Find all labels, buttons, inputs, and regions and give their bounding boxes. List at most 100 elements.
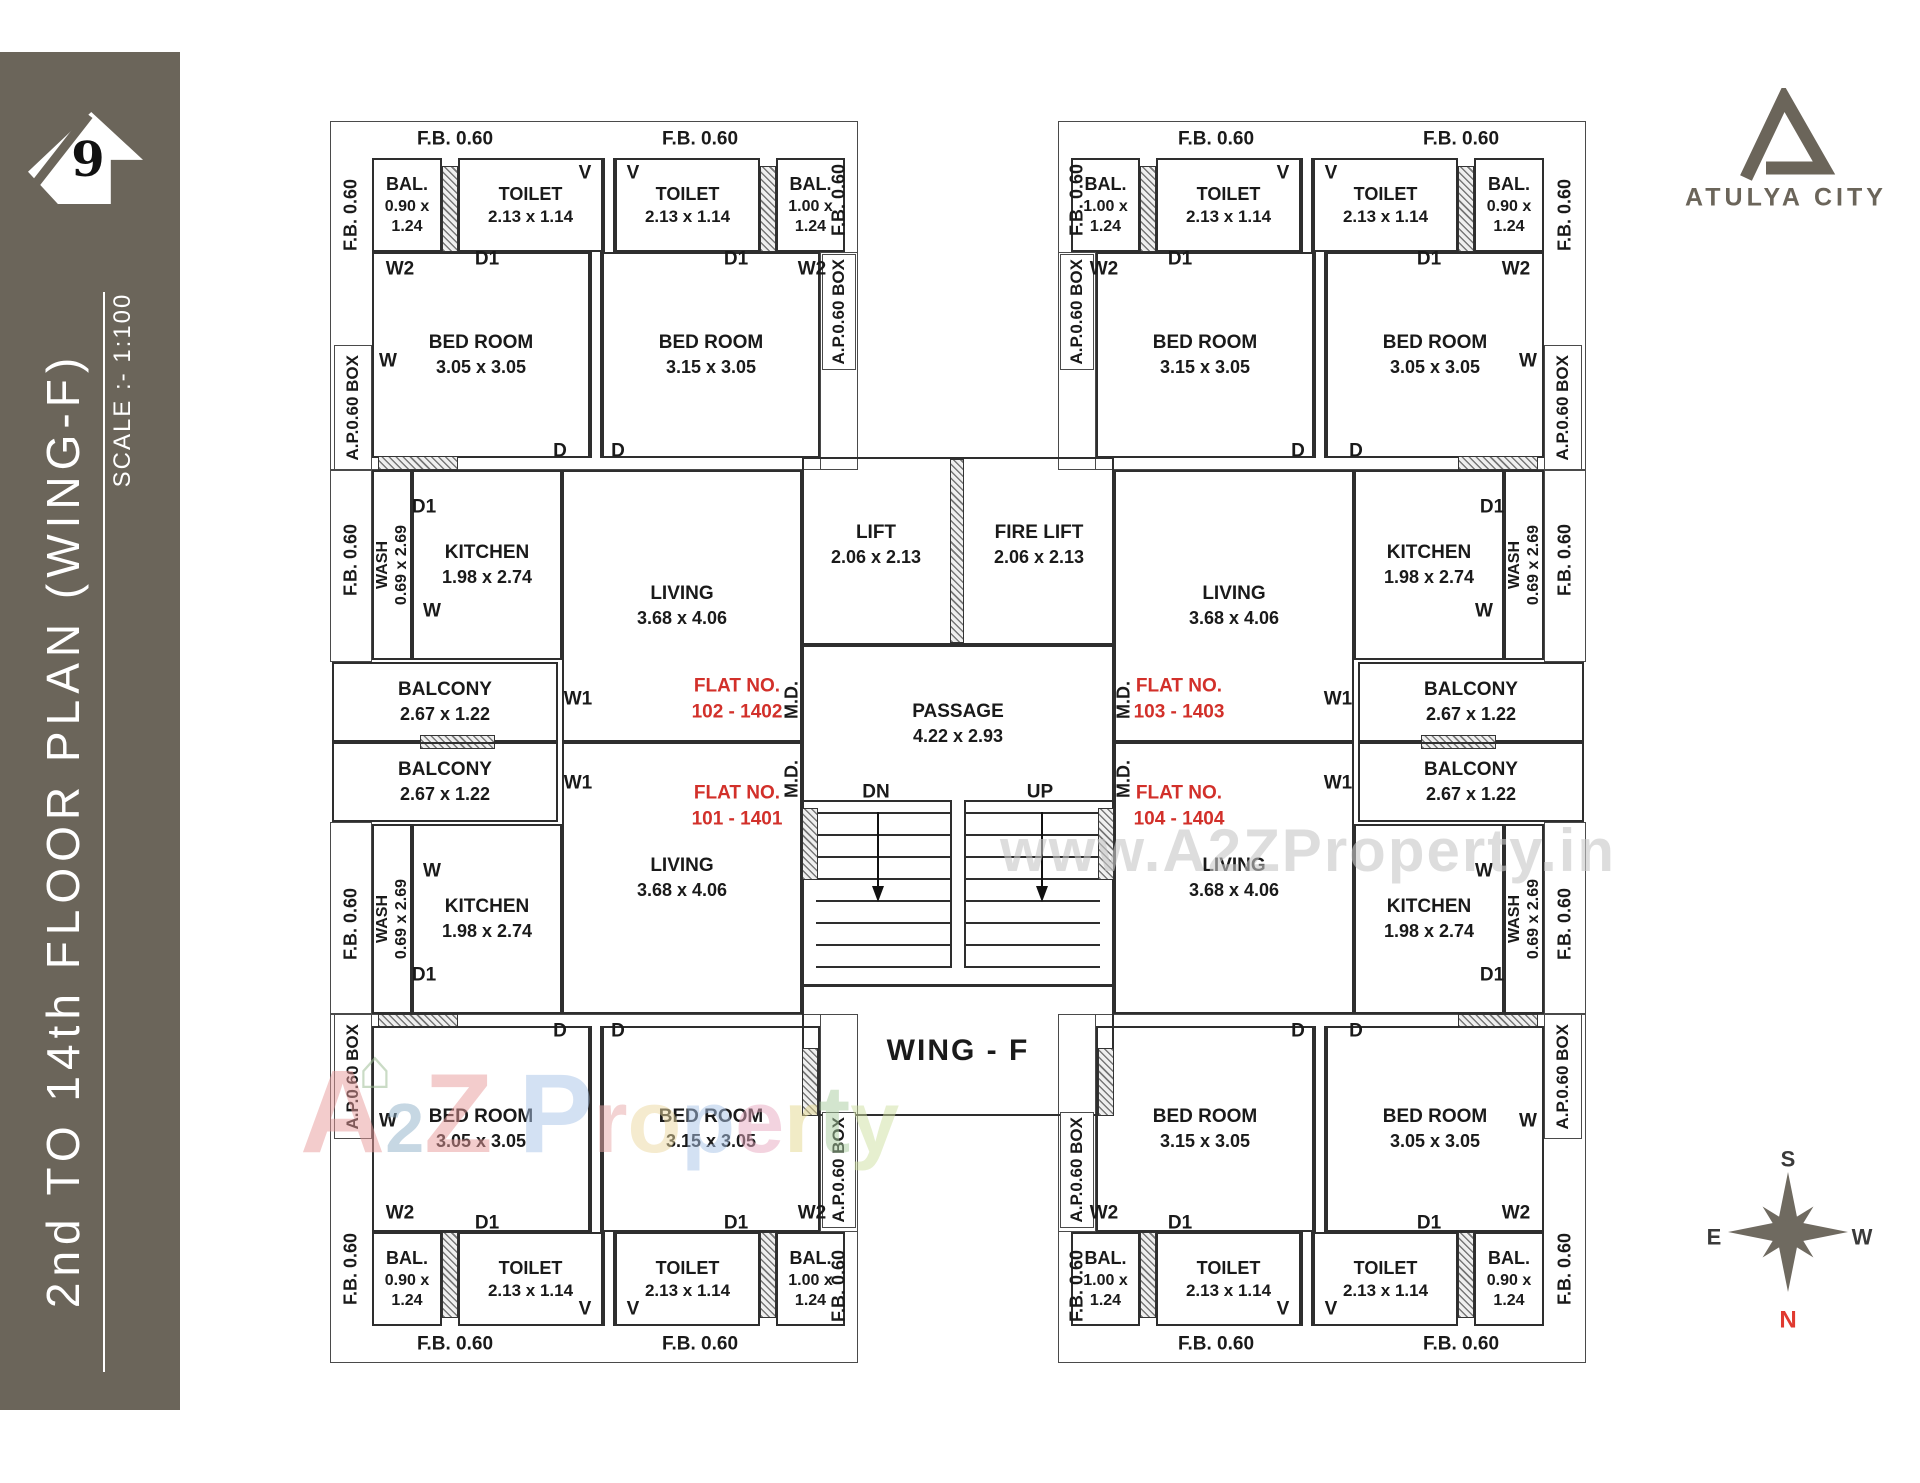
ap-box: A.P.0.60 BOX [334, 345, 372, 470]
window-label: W1 [1323, 688, 1353, 710]
ap-box: A.P.0.60 BOX [822, 1112, 856, 1228]
title-divider [103, 292, 105, 1372]
lift-divider-wall [950, 459, 964, 643]
wm-letter: y [850, 1072, 900, 1171]
ap-box: A.P.0.60 BOX [1544, 1014, 1582, 1139]
fb-label: F.B. 0.60 [340, 887, 361, 961]
compass-south-label: S [1780, 1146, 1796, 1172]
door-label: D1 [1479, 964, 1505, 986]
room-living: LIVING 3.68 x 4.06 [562, 742, 802, 1014]
door-label: D1 [723, 248, 749, 270]
window-label: W2 [1501, 1202, 1531, 1224]
room-balcony-big: BAL. 1.00 x 1.24 [1071, 158, 1140, 252]
room-balcony-small: BAL. 0.90 x 1.24 [372, 1232, 442, 1326]
wall [590, 1026, 602, 1232]
room-bedroom: BED ROOM 3.15 x 3.05 [1096, 252, 1314, 458]
ap-strip-gap-top-left [820, 252, 858, 470]
room-balcony-big: BAL. 1.00 x 1.24 [776, 158, 845, 252]
ap-box: A.P.0.60 BOX [822, 254, 856, 370]
fb-label: F.B. 0.60 [1554, 523, 1575, 597]
door-label: D [611, 440, 625, 462]
room-toilet: TOILET 2.13 x 1.14 [458, 1232, 603, 1326]
vent-label: V [1324, 1298, 1338, 1320]
fb-label: F.B. 0.60 [1554, 178, 1575, 252]
room-bedroom: BED ROOM 3.15 x 3.05 [602, 1026, 820, 1232]
window-label: W1 [563, 772, 593, 794]
window-label: W [1475, 600, 1493, 622]
door-label: D [611, 1020, 625, 1042]
room-balcony-big: BAL. 1.00 x 1.24 [776, 1232, 845, 1326]
wall-pier [1458, 166, 1474, 252]
room-living: LIVING 3.68 x 4.06 [1114, 470, 1354, 742]
room-living: LIVING 3.68 x 4.06 [1114, 742, 1354, 1014]
wall-pier [442, 166, 458, 252]
door-label: D1 [1416, 1212, 1442, 1234]
ap-box: A.P.0.60 BOX [1060, 254, 1094, 370]
main-door-label: M.D. [781, 760, 802, 798]
wall [1301, 1232, 1313, 1326]
flat-number-104: FLAT NO. 104 - 1404 [1133, 782, 1225, 829]
fb-label: F.B. 0.60 [416, 128, 494, 150]
fb-label: F.B. 0.60 [1422, 1333, 1500, 1355]
room-bedroom: BED ROOM 3.05 x 3.05 [372, 252, 590, 458]
flat-number-103: FLAT NO. 103 - 1403 [1133, 675, 1225, 722]
stair-divider [950, 800, 966, 968]
room-bedroom: BED ROOM 3.05 x 3.05 [372, 1026, 590, 1232]
wall-pier [1098, 1048, 1114, 1116]
plate-number-logo: 9 [8, 112, 143, 217]
window-label: W2 [1501, 258, 1531, 280]
fb-label: F.B. 0.60 [828, 163, 849, 237]
wall-pier [378, 456, 458, 470]
window-label: W [423, 600, 441, 622]
fb-label: F.B. 0.60 [340, 178, 361, 252]
flat-number-102: FLAT NO. 102 - 1402 [691, 675, 783, 722]
fb-label: F.B. 0.60 [661, 1333, 739, 1355]
ap-box: A.P.0.60 BOX [1060, 1112, 1094, 1228]
door-label: D [553, 440, 567, 462]
door-label: D [553, 1020, 567, 1042]
fb-label: F.B. 0.60 [1177, 128, 1255, 150]
room-balcony: BALCONY 2.67 x 1.22 [1358, 742, 1584, 822]
room-toilet: TOILET 2.13 x 1.14 [1313, 1232, 1458, 1326]
fb-strip-left-lower [330, 822, 372, 1014]
wall-pier [802, 808, 818, 880]
window-label: W [1475, 860, 1493, 882]
watermark-house-icon: ⌂ [358, 1037, 392, 1100]
door-label: D1 [411, 496, 437, 518]
vent-label: V [1276, 162, 1290, 184]
wm-letter: p [681, 1072, 736, 1171]
room-balcony-big: BAL. 1.00 x 1.24 [1071, 1232, 1140, 1326]
fb-label: F.B. 0.60 [416, 1333, 494, 1355]
room-balcony-small: BAL. 0.90 x 1.24 [1474, 158, 1544, 252]
wall-pier [760, 1232, 776, 1318]
room-lift: LIFT 2.06 x 2.13 [830, 521, 922, 567]
wall [603, 1232, 615, 1326]
window-label: W [379, 350, 397, 372]
watermark-a2z-property: A 2 Z P r o p e r t y [300, 1044, 899, 1180]
plate-number: 9 [71, 132, 105, 188]
door-label: D1 [723, 1212, 749, 1234]
ap-strip-gap-bottom-left [820, 1014, 858, 1232]
window-label: W [1519, 350, 1537, 372]
door-label: D1 [474, 248, 500, 270]
room-balcony: BALCONY 2.67 x 1.22 [332, 662, 558, 742]
room-kitchen: KITCHEN 1.98 x 2.74 [1354, 824, 1504, 1014]
door-label: D1 [411, 964, 437, 986]
fb-label: F.B. 0.60 [340, 523, 361, 597]
room-kitchen: KITCHEN 1.98 x 2.74 [412, 470, 562, 660]
fb-label: F.B. 0.60 [1554, 887, 1575, 961]
ap-strip-gap-top-right [1058, 252, 1096, 470]
wall-pier [442, 1232, 458, 1318]
room-toilet: TOILET 2.13 x 1.14 [1156, 158, 1301, 252]
room-kitchen: KITCHEN 1.98 x 2.74 [412, 824, 562, 1014]
lift-shaft [802, 457, 1114, 645]
room-bedroom: BED ROOM 3.15 x 3.05 [1096, 1026, 1314, 1232]
wall [1314, 1026, 1326, 1232]
wm-letter: e [735, 1072, 785, 1171]
door-label: D1 [1167, 248, 1193, 270]
stairs-up-label: UP [1026, 781, 1054, 803]
compass-east-label: E [1706, 1224, 1722, 1250]
window-label: W2 [797, 1202, 827, 1224]
wall-pier [1140, 166, 1156, 252]
window-label: W1 [563, 688, 593, 710]
